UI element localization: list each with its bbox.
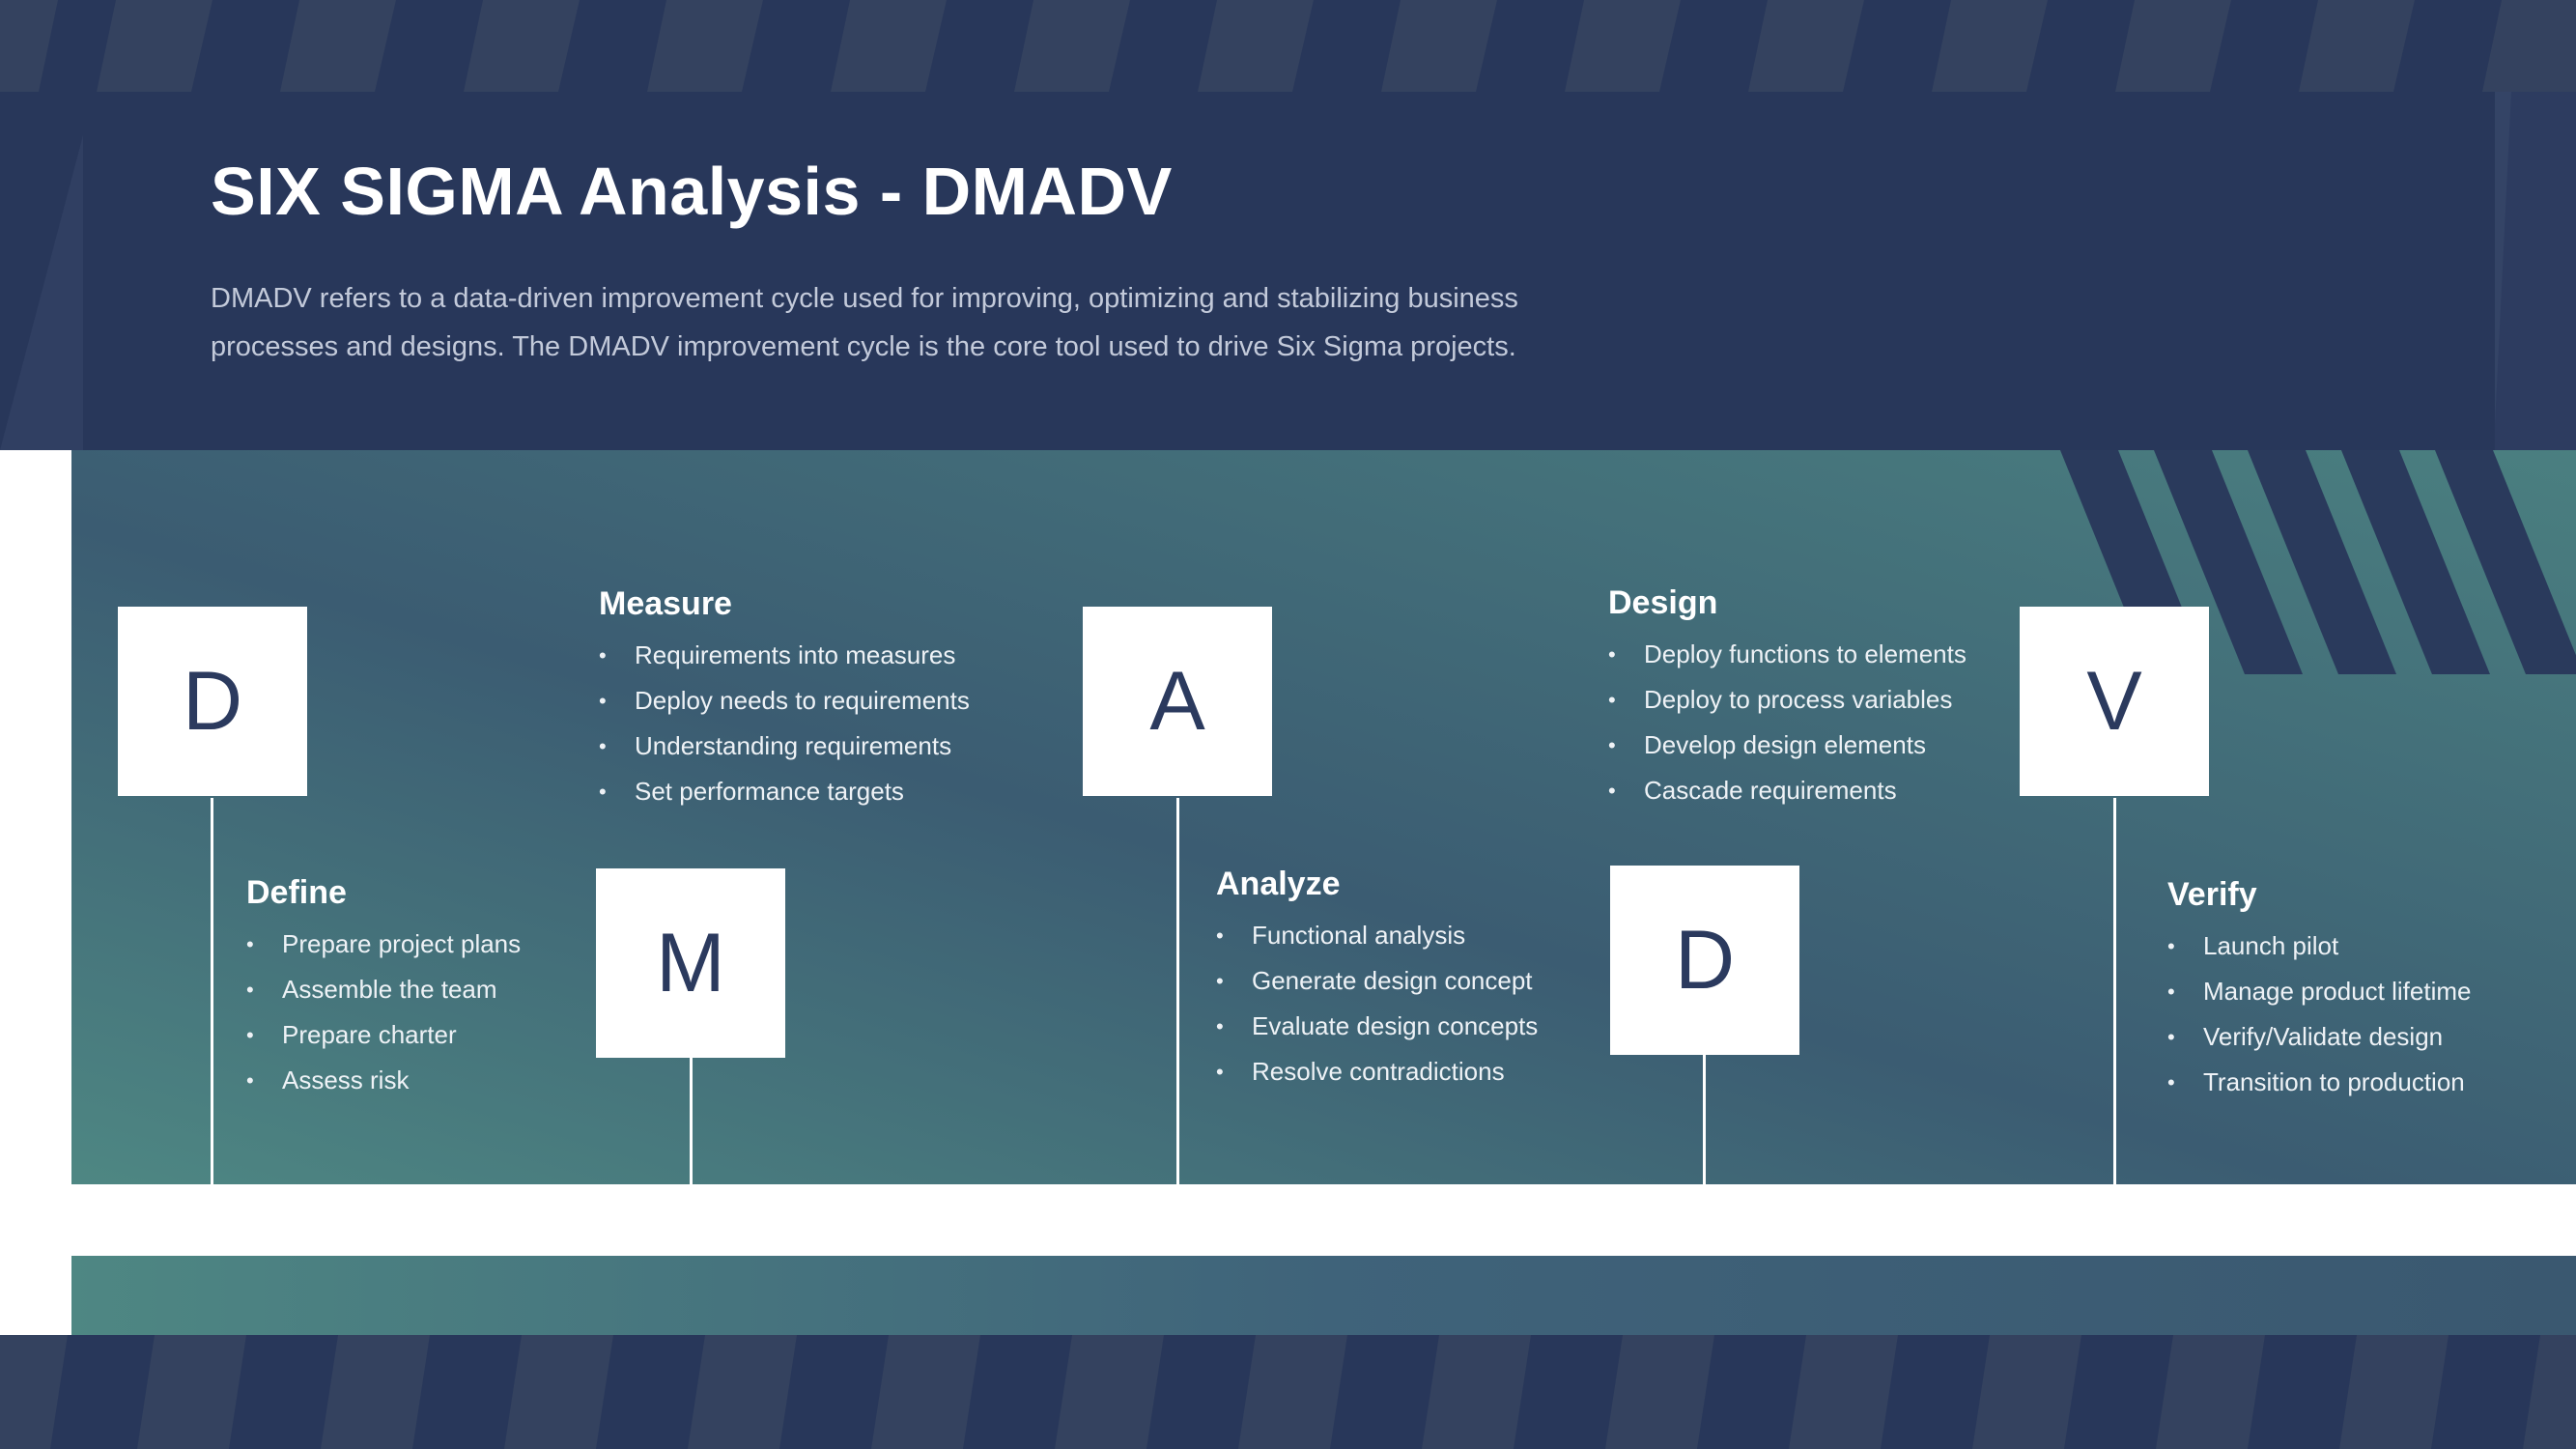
measure-letter-box: M xyxy=(596,868,785,1058)
page-title: SIX SIGMA Analysis - DMADV xyxy=(211,154,1173,229)
verify-title: Verify xyxy=(2167,876,2257,913)
design-step: Design Deploy functions to elements Depl… xyxy=(1608,584,1967,813)
analyze-letter: A xyxy=(1149,654,1205,748)
analyze-list: Functional analysis Generate design conc… xyxy=(1216,913,1538,1094)
define-list: Prepare project plans Assemble the team … xyxy=(246,922,521,1103)
measure-letter: M xyxy=(656,916,725,1009)
list-item: Deploy to process variables xyxy=(1608,677,1967,723)
list-item: Develop design elements xyxy=(1608,723,1967,768)
list-item: Launch pilot xyxy=(2167,923,2471,969)
list-item: Resolve contradictions xyxy=(1216,1049,1538,1094)
analyze-step: Analyze Functional analysis Generate des… xyxy=(1216,866,1538,1094)
list-item: Cascade requirements xyxy=(1608,768,1967,813)
define-connector xyxy=(211,798,213,1184)
list-item: Prepare charter xyxy=(246,1012,521,1058)
list-item: Deploy functions to elements xyxy=(1608,632,1967,677)
list-item: Assemble the team xyxy=(246,967,521,1012)
list-item: Evaluate design concepts xyxy=(1216,1004,1538,1049)
bottom-stripes xyxy=(0,1335,2576,1449)
define-letter: D xyxy=(182,654,243,748)
left-white-strip xyxy=(0,450,71,1335)
analyze-title: Analyze xyxy=(1216,866,1341,902)
top-stripes xyxy=(0,0,2576,92)
measure-connector xyxy=(690,1057,693,1184)
analyze-letter-box: A xyxy=(1083,607,1272,796)
description-line-1: DMADV refers to a data-driven improvemen… xyxy=(211,283,1518,314)
design-letter: D xyxy=(1674,913,1736,1007)
verify-connector xyxy=(2113,798,2116,1184)
list-item: Verify/Validate design xyxy=(2167,1014,2471,1060)
verify-letter-box: V xyxy=(2020,607,2209,796)
list-item: Manage product lifetime xyxy=(2167,969,2471,1014)
list-item: Understanding requirements xyxy=(599,724,970,769)
design-letter-box: D xyxy=(1610,866,1799,1055)
list-item: Deploy needs to requirements xyxy=(599,678,970,724)
list-item: Set performance targets xyxy=(599,769,970,814)
verify-letter: V xyxy=(2086,654,2142,748)
design-title: Design xyxy=(1608,584,1718,621)
list-item: Transition to production xyxy=(2167,1060,2471,1105)
design-list: Deploy functions to elements Deploy to p… xyxy=(1608,632,1967,813)
list-item: Requirements into measures xyxy=(599,633,970,678)
define-letter-box: D xyxy=(118,607,307,796)
define-step: Define Prepare project plans Assemble th… xyxy=(246,874,521,1103)
verify-step: Verify Launch pilot Manage product lifet… xyxy=(2167,876,2471,1105)
list-item: Generate design concept xyxy=(1216,958,1538,1004)
verify-list: Launch pilot Manage product lifetime Ver… xyxy=(2167,923,2471,1105)
teal-stripes xyxy=(2060,450,2576,674)
list-item: Prepare project plans xyxy=(246,922,521,967)
list-item: Assess risk xyxy=(246,1058,521,1103)
define-title: Define xyxy=(246,874,347,911)
measure-step: Measure Requirements into measures Deplo… xyxy=(599,585,970,814)
list-item: Functional analysis xyxy=(1216,913,1538,958)
analyze-connector xyxy=(1176,798,1179,1184)
page-description: DMADV refers to a data-driven improvemen… xyxy=(211,274,1659,371)
design-connector xyxy=(1703,1055,1706,1184)
description-line-2: processes and designs. The DMADV improve… xyxy=(211,331,1516,362)
measure-list: Requirements into measures Deploy needs … xyxy=(599,633,970,814)
measure-title: Measure xyxy=(599,585,732,622)
baseline-strip xyxy=(71,1184,2576,1256)
